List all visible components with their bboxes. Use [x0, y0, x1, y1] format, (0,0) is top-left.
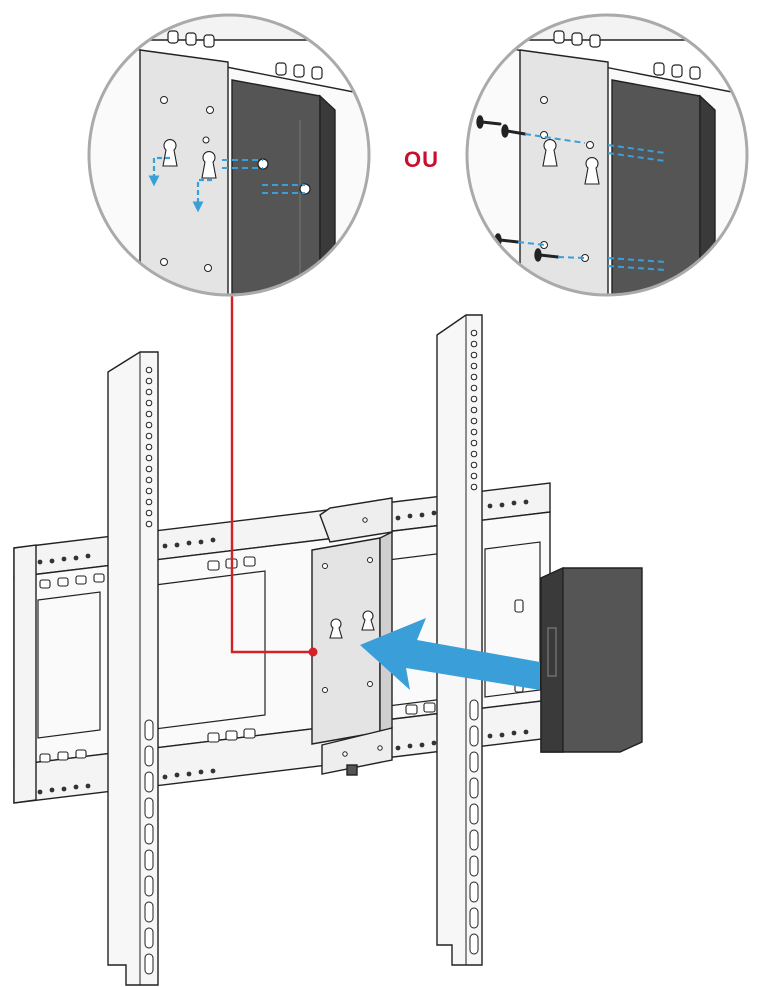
keyhole-hook-icon [329, 610, 375, 639]
mini-pc-device [540, 566, 643, 753]
arrow-left-icon [360, 618, 540, 690]
alternative-label: OU [404, 147, 439, 172]
right-vertical-post [436, 314, 483, 966]
left-vertical-post [107, 351, 159, 986]
keyhole-hook-icon [162, 139, 217, 179]
left-end-cap [13, 544, 37, 804]
detail-circle-screws [465, 13, 749, 297]
keyhole-hook-icon [542, 139, 600, 185]
detail-circle-hook [87, 13, 371, 297]
rail-dots [37, 499, 529, 795]
rail-holes [39, 556, 524, 763]
arrow-down-icon [148, 156, 212, 213]
device-mount-plate [311, 497, 393, 776]
leader-dot [308, 647, 318, 657]
leader-line [230, 295, 313, 654]
